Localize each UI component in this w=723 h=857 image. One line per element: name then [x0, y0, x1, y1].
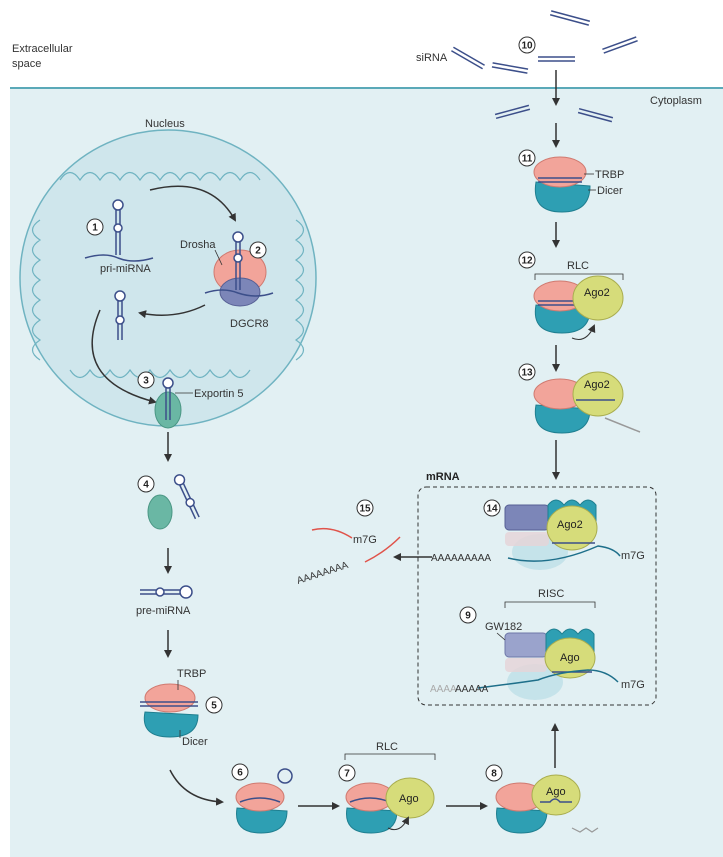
cytoplasm-label: Cytoplasm — [650, 95, 702, 107]
rlc-label-right: RLC — [567, 260, 589, 272]
step-marker-7: 7 — [338, 764, 356, 782]
rlc-complex-bottom — [345, 777, 435, 834]
rlc-bracket-bottom — [344, 753, 436, 760]
cleaved-mrna — [311, 527, 401, 563]
step-number-9: 9 — [465, 611, 471, 622]
step-number-6: 6 — [237, 768, 243, 779]
pre-mirna-cytoplasmic — [140, 585, 193, 599]
step-number-15: 15 — [359, 504, 371, 515]
ago2-loaded-13 — [533, 371, 641, 434]
gw182-label: GW182 — [485, 621, 522, 633]
step-marker-13: 13 — [518, 363, 536, 381]
step-marker-3: 3 — [137, 371, 155, 389]
ago2-label-14: Ago2 — [557, 519, 583, 531]
risc-complex-9 — [477, 628, 619, 700]
risc-label: RISC — [538, 588, 564, 600]
pre-mirna-nuclear — [114, 290, 126, 340]
rlc-bracket-right — [534, 273, 624, 280]
ago-label-8: Ago — [546, 786, 566, 798]
m7g-9: m7G — [621, 679, 645, 691]
dicer-complex-6 — [235, 768, 293, 834]
extracellular-label: Extracellular — [12, 43, 73, 55]
dgcr8-label: DGCR8 — [230, 318, 269, 330]
step-marker-15: 15 — [356, 499, 374, 517]
step-marker-2: 2 — [249, 241, 267, 259]
step-number-13: 13 — [521, 368, 533, 379]
exportin-5 — [154, 377, 182, 429]
exportin-label: Exportin 5 — [194, 388, 244, 400]
risc-ago2-14 — [504, 499, 621, 570]
polya-9-faded: AAAA — [430, 684, 457, 695]
pri-mirna-label: pri-miRNA — [100, 263, 151, 275]
extracellular-label-line2: space — [12, 58, 41, 70]
m7g-14: m7G — [621, 550, 645, 562]
step-number-1: 1 — [92, 223, 98, 234]
step-marker-6: 6 — [231, 763, 249, 781]
step-number-12: 12 — [521, 256, 533, 267]
step-marker-9: 9 — [459, 606, 477, 624]
step-number-8: 8 — [491, 769, 497, 780]
pre-mirna-label: pre-miRNA — [136, 605, 191, 617]
arrow-5-6 — [169, 769, 224, 806]
ago-label-7: Ago — [399, 793, 419, 805]
step-number-10: 10 — [521, 41, 533, 52]
ago2-label-12: Ago2 — [584, 287, 610, 299]
mrna-box-label: mRNA — [426, 471, 460, 483]
step-marker-1: 1 — [86, 218, 104, 236]
dicer-trbp-complex-left — [140, 683, 199, 738]
step-number-4: 4 — [143, 480, 149, 491]
chromatin — [31, 171, 305, 379]
step-marker-10: 10 — [518, 36, 536, 54]
step-number-14: 14 — [486, 504, 498, 515]
sirna-duplexes — [451, 10, 638, 123]
step-marker-5: 5 — [205, 696, 223, 714]
rlc-label-bottom: RLC — [376, 741, 398, 753]
dicer-label-right: Dicer — [597, 185, 623, 197]
risc-bracket — [504, 601, 596, 608]
trbp-label-right: TRBP — [595, 169, 624, 181]
polya-9: AAAAA — [455, 684, 489, 695]
trbp-label-left: TRBP — [177, 668, 206, 680]
step-marker-8: 8 — [485, 764, 503, 782]
ago2-label-13: Ago2 — [584, 379, 610, 391]
ago-loading-8 — [495, 774, 599, 834]
pri-mirna — [84, 199, 154, 262]
step-number-3: 3 — [143, 376, 149, 387]
step-number-11: 11 — [522, 154, 533, 165]
step-marker-14: 14 — [483, 499, 501, 517]
arrow-to-exportin — [91, 309, 157, 405]
step-number-7: 7 — [344, 769, 350, 780]
ago-label-9: Ago — [560, 652, 580, 664]
step-number-5: 5 — [211, 701, 217, 712]
dicer-trbp-complex-right — [533, 156, 591, 213]
exportin-release — [147, 474, 200, 530]
nucleus-label: Nucleus — [145, 118, 185, 130]
step-marker-4: 4 — [137, 475, 155, 493]
rlc-complex-right — [533, 275, 624, 340]
step-number-2: 2 — [255, 246, 261, 257]
mrna-box — [417, 486, 657, 706]
polya-14: AAAAAAAAA — [431, 553, 491, 564]
dicer-label-left: Dicer — [182, 736, 208, 748]
step-marker-11: 11 — [518, 149, 536, 167]
arrow-2-back — [138, 304, 206, 319]
drosha-label: Drosha — [180, 239, 216, 251]
drosha-dgcr8-complex — [204, 231, 274, 307]
sirna-label: siRNA — [416, 52, 448, 64]
arrow-1-2 — [149, 185, 236, 222]
m7g-15: m7G — [353, 534, 377, 546]
step-marker-12: 12 — [518, 251, 536, 269]
